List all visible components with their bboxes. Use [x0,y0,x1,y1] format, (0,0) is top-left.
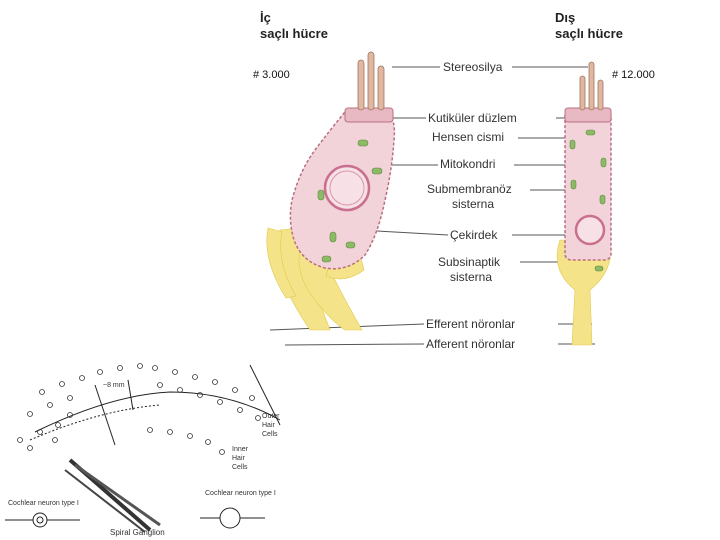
outer-hair-cells-label-1: Outer [262,413,280,420]
inner-stereocilia [358,52,384,110]
inner-hair-cells-label-3: Cells [232,464,248,471]
cochlea-membrane [35,392,280,432]
outer-hair-cells-label-2: Hair [262,422,275,429]
cochlea-hair-cell-dots [18,364,261,455]
cochlea-scale-label: ~8 mm [103,382,125,389]
inner-cuticular-plate [345,108,393,122]
inner-nucleus [325,166,369,210]
outer-nucleus [576,216,604,244]
cochlea-divider-left [95,385,115,445]
outer-cuticular-plate [565,108,611,122]
cochlear-neuron-type1-right-label: Cochlear neuron type I [205,490,276,497]
cochlea-divider-mid [128,380,133,410]
spiral-ganglion-label: Spiral Ganglion [110,528,165,537]
cochlear-neuron-type1-label: Cochlear neuron type I [8,500,79,507]
inner-hair-cells-label-2: Hair [232,455,245,462]
leader-afferent-left [285,344,424,345]
outer-stereocilia [580,62,603,110]
inner-hair-cells-label-1: Inner [232,446,248,453]
outer-hair-cells-label-3: Cells [262,431,278,438]
